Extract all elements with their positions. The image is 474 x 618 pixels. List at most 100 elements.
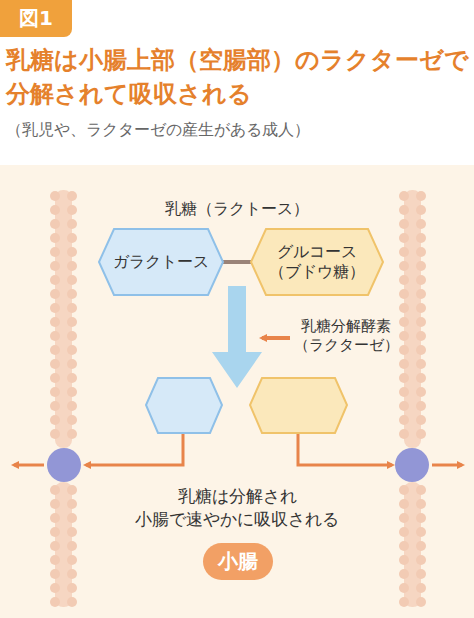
wall-bump	[399, 261, 409, 271]
wall-bump	[67, 583, 77, 593]
wall-bump	[416, 373, 426, 383]
sugar-label: 乳糖（ラクトース）	[137, 199, 337, 220]
wall-bump	[67, 597, 77, 607]
wall-bump	[67, 191, 77, 201]
wall-bump	[50, 359, 60, 369]
wall-bump	[50, 569, 60, 579]
wall-bump	[50, 429, 60, 439]
wall-bump	[416, 513, 426, 523]
node-text: 図1	[19, 6, 53, 31]
wall-bump	[67, 499, 77, 509]
wall-bump	[50, 247, 60, 257]
wall-bump	[67, 317, 77, 327]
blood-arrow	[432, 464, 462, 467]
wall-bump	[416, 429, 426, 439]
wall-bump	[50, 513, 60, 523]
wall-bump	[50, 317, 60, 327]
wall-bump	[50, 401, 60, 411]
wall-bump	[416, 555, 426, 565]
node-text: 小腸	[218, 549, 258, 574]
wall-bump	[416, 569, 426, 579]
wall-bump	[399, 555, 409, 565]
wall-bump	[67, 569, 77, 579]
wall-bump	[416, 247, 426, 257]
wall-bump	[50, 303, 60, 313]
wall-bump	[416, 205, 426, 215]
wall-bump	[67, 205, 77, 215]
wall-bump	[67, 233, 77, 243]
wall-bump	[416, 485, 426, 495]
wall-bump	[416, 415, 426, 425]
wall-bump	[399, 191, 409, 201]
wall-bump	[416, 541, 426, 551]
wall-bump	[67, 275, 77, 285]
node-text: ガラクトース	[113, 252, 209, 272]
wall-bump	[399, 317, 409, 327]
wall-bump	[399, 429, 409, 439]
wall-bump	[399, 359, 409, 369]
wall-bump	[50, 331, 60, 341]
wall-bump	[67, 247, 77, 257]
wall-bump	[399, 373, 409, 383]
wall-bump	[399, 219, 409, 229]
wall-bump	[67, 401, 77, 411]
wall-bump	[399, 303, 409, 313]
wall-bump	[50, 485, 60, 495]
bond-connector	[223, 260, 251, 264]
wall-bump	[416, 345, 426, 355]
wall-bump	[50, 275, 60, 285]
wall-bump	[67, 331, 77, 341]
wall-bump	[416, 597, 426, 607]
wall-bump	[50, 205, 60, 215]
hexagon-shape	[251, 229, 383, 295]
transporter-circle	[395, 448, 429, 482]
region-pill: 小腸	[203, 543, 273, 580]
wall-bump	[416, 499, 426, 509]
wall-bump	[67, 485, 77, 495]
wall-bump	[416, 317, 426, 327]
wall-bump	[50, 583, 60, 593]
wall-bump	[50, 541, 60, 551]
wall-bump	[67, 345, 77, 355]
wall-bump	[399, 527, 409, 537]
wall-bump	[67, 513, 77, 523]
wall-bump	[416, 583, 426, 593]
wall-bump	[416, 303, 426, 313]
wall-bump	[50, 555, 60, 565]
panel-ground	[0, 165, 474, 618]
transporter-circle	[47, 448, 81, 482]
wall-bump	[50, 191, 60, 201]
wall-bump	[399, 345, 409, 355]
wall-bump	[50, 387, 60, 397]
wall-bump	[399, 583, 409, 593]
wall-bump	[416, 219, 426, 229]
hexagon-shape	[99, 229, 223, 295]
wall-bump	[399, 387, 409, 397]
wall-bump	[50, 289, 60, 299]
figure-tag: 図1	[0, 0, 72, 37]
wall-bump	[416, 233, 426, 243]
wall-bump	[416, 401, 426, 411]
wall-bump	[67, 415, 77, 425]
wall-bump	[399, 289, 409, 299]
wall-bump	[50, 499, 60, 509]
wall-bump	[399, 275, 409, 285]
breakdown-arrow	[212, 286, 262, 388]
wall-bump	[399, 331, 409, 341]
wall-bump	[67, 289, 77, 299]
wall-bump	[50, 415, 60, 425]
wall-bump	[416, 261, 426, 271]
wall-bump	[416, 527, 426, 537]
enzyme-label: 乳糖分解酵素 （ラクターゼ）	[289, 317, 403, 355]
absorption-line	[298, 434, 392, 465]
wall-bump	[399, 233, 409, 243]
wall-bump	[67, 261, 77, 271]
enzyme-arrow	[262, 336, 290, 340]
wall-bump	[50, 345, 60, 355]
blood-arrow	[14, 464, 44, 467]
wall-bump	[67, 359, 77, 369]
wall-bump	[399, 513, 409, 523]
wall-bump	[399, 247, 409, 257]
wall-bump	[399, 205, 409, 215]
wall-bump	[67, 219, 77, 229]
